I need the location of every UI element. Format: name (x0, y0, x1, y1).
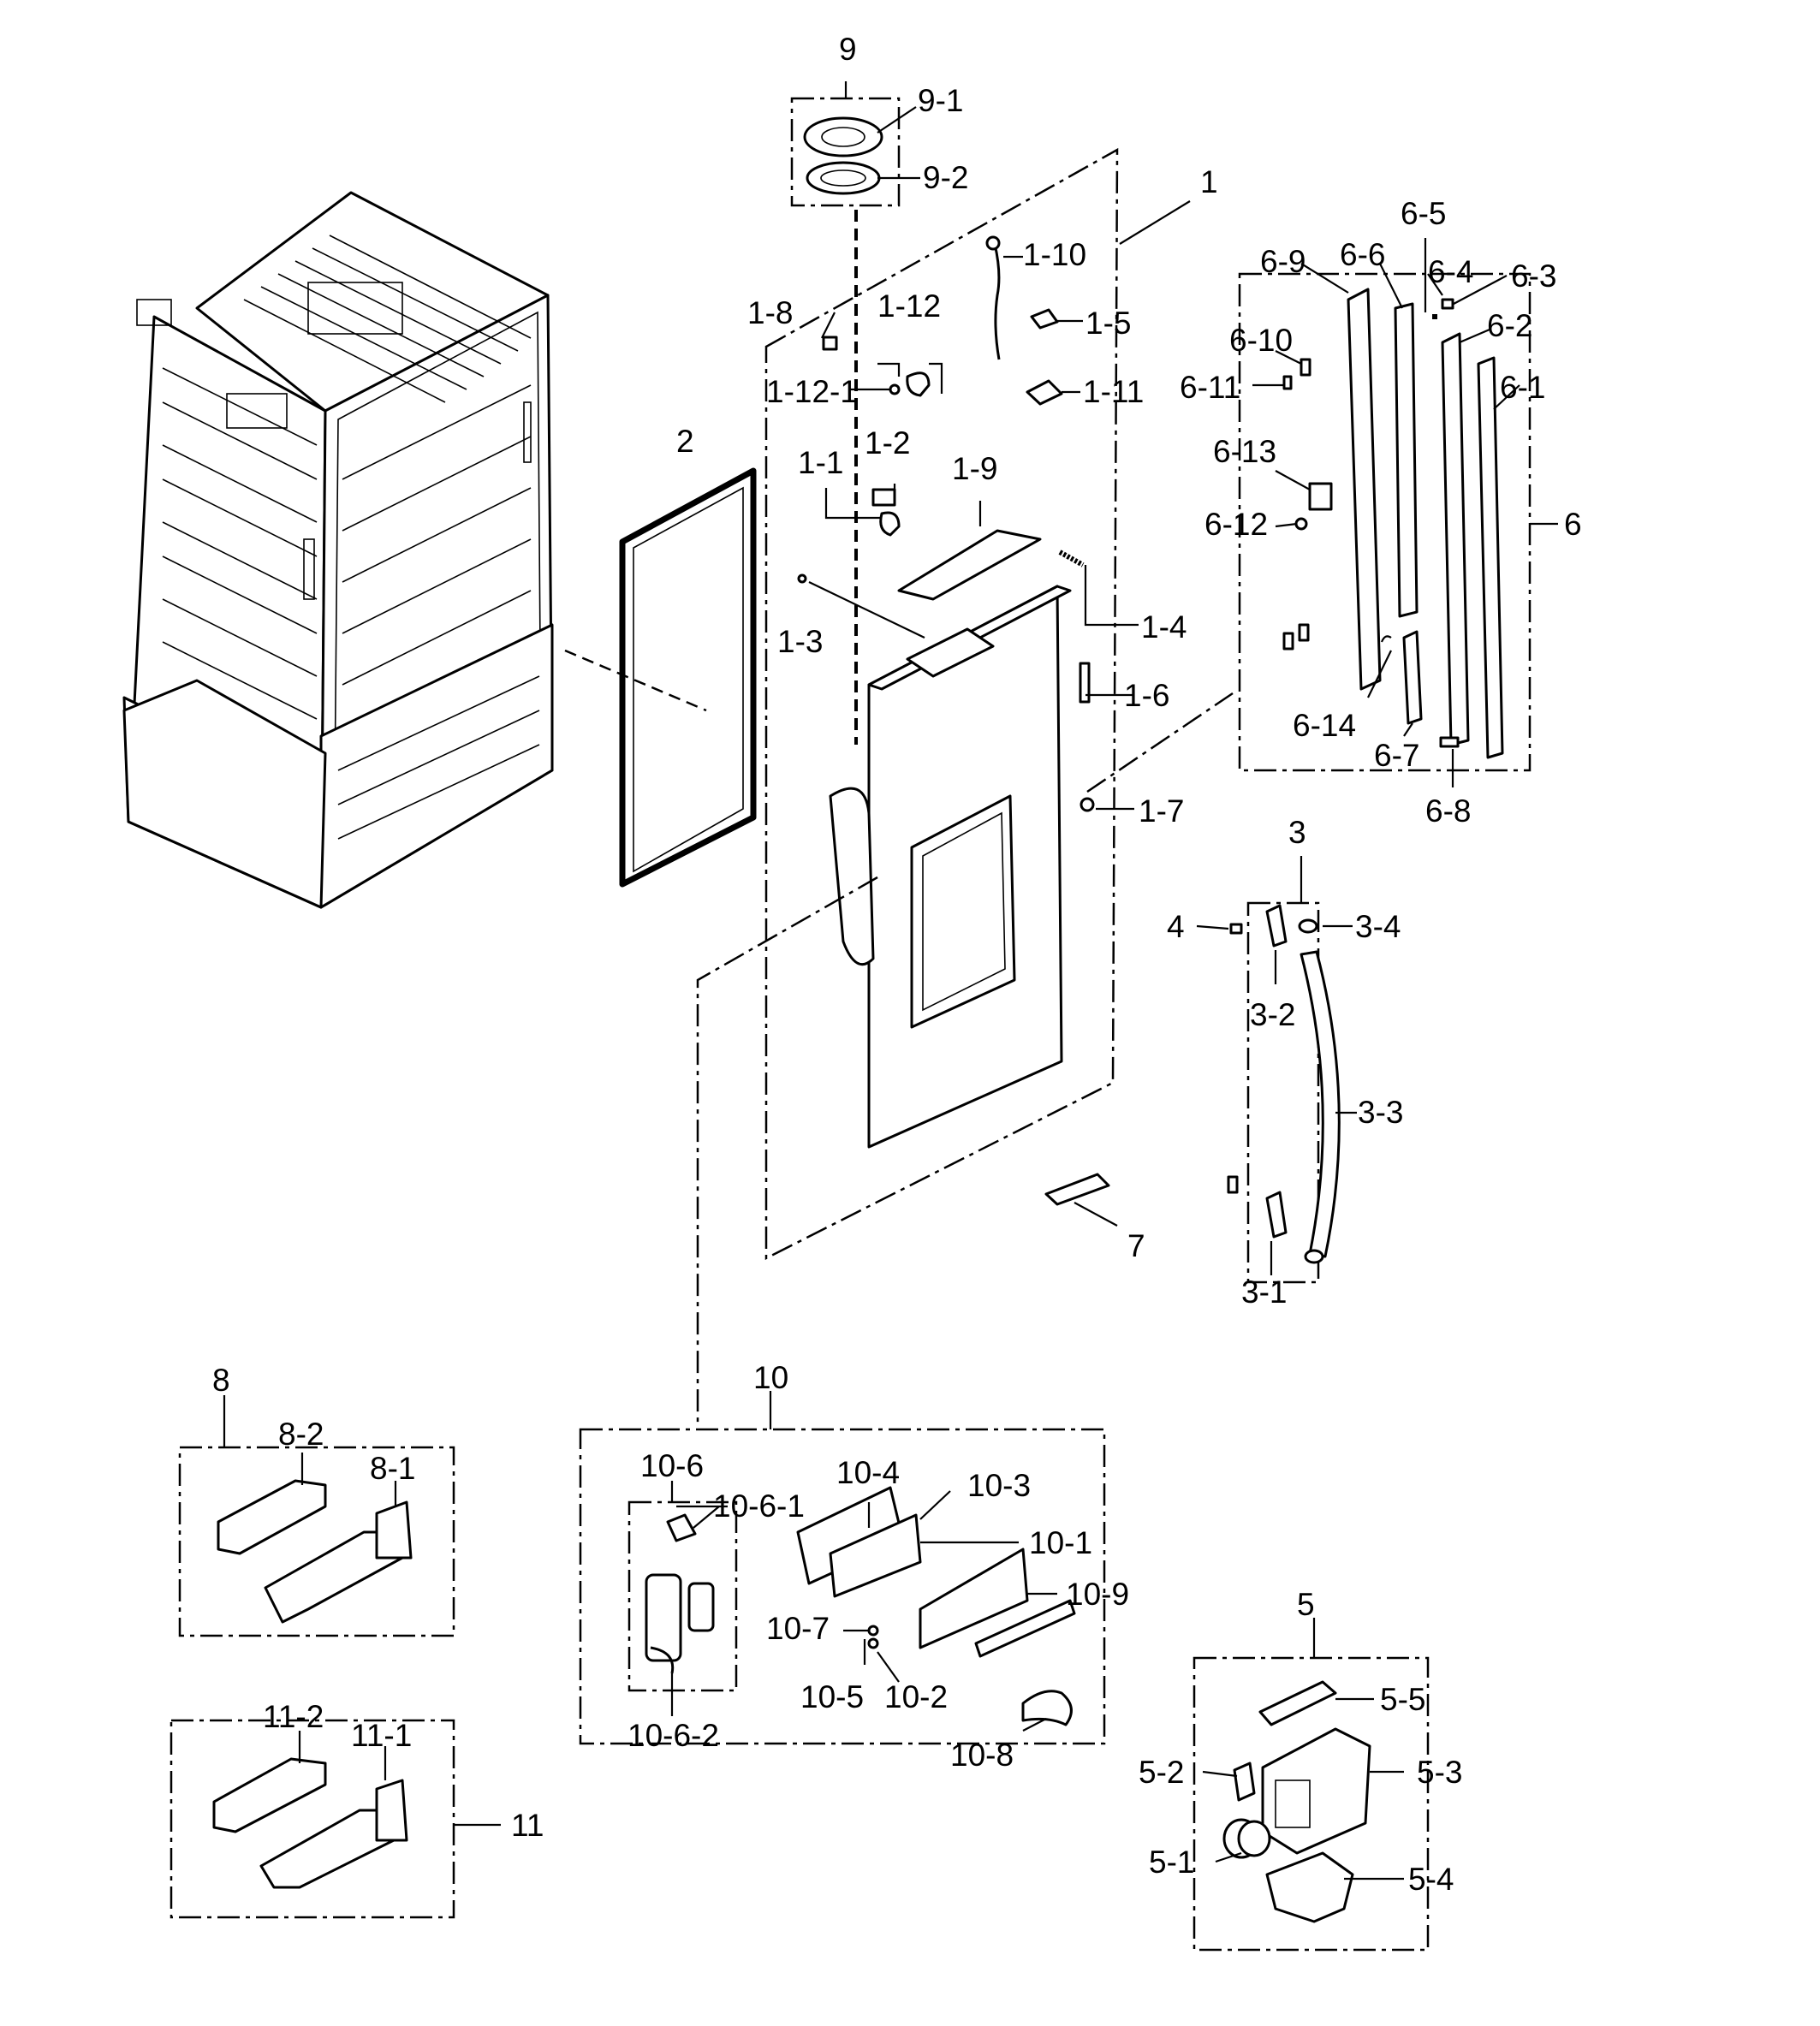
label-1-11: 1-11 (1083, 374, 1144, 409)
label-5-4: 5-4 (1408, 1862, 1454, 1897)
label-6-5: 6-5 (1401, 196, 1446, 231)
label-1-1: 1-1 (798, 445, 843, 480)
label-10-6: 10-6 (640, 1448, 704, 1483)
label-6-4: 6-4 (1428, 254, 1473, 289)
door-gasket (619, 467, 757, 888)
label-3-1: 3-1 (1241, 1274, 1287, 1310)
cap-assembly (790, 81, 920, 207)
label-8-1: 8-1 (370, 1451, 415, 1486)
label-1-7: 1-7 (1139, 793, 1184, 829)
label-8-2: 8-2 (278, 1417, 324, 1452)
bracket-assembly-11 (170, 1719, 501, 1919)
label-10-6-2: 10-6-2 (627, 1718, 719, 1753)
label-10-1: 10-1 (1029, 1525, 1092, 1560)
label-3-2: 3-2 (1250, 997, 1295, 1032)
label-6-13: 6-13 (1213, 434, 1276, 469)
label-10-4: 10-4 (836, 1455, 900, 1490)
label-6-11: 6-11 (1180, 370, 1240, 405)
label-3: 3 (1288, 815, 1306, 850)
label-1-10: 1-10 (1023, 237, 1086, 272)
label-5-3: 5-3 (1417, 1755, 1462, 1790)
label-11: 11 (511, 1808, 544, 1843)
label-1-4: 1-4 (1141, 609, 1187, 645)
label-1-12: 1-12 (877, 288, 941, 324)
label-8: 8 (212, 1363, 230, 1398)
label-1-3: 1-3 (777, 624, 823, 659)
label-10-2: 10-2 (884, 1679, 948, 1714)
label-5-1: 5-1 (1149, 1845, 1194, 1880)
label-9-2: 9-2 (923, 160, 968, 195)
label-10-6-1: 10-6-1 (713, 1488, 805, 1524)
label-1-8: 1-8 (747, 295, 793, 330)
label-5-2: 5-2 (1139, 1755, 1184, 1790)
label-10-9: 10-9 (1066, 1577, 1129, 1612)
label-10-7: 10-7 (766, 1611, 830, 1646)
label-9-1: 9-1 (918, 83, 963, 118)
label-6-1: 6-1 (1500, 370, 1545, 405)
label-6-3: 6-3 (1511, 258, 1556, 294)
label-6-9: 6-9 (1260, 244, 1306, 279)
label-6-14: 6-14 (1293, 708, 1356, 743)
label-6: 6 (1564, 507, 1582, 542)
handle-assembly (1196, 856, 1357, 1284)
door-trim-assembly (1238, 238, 1558, 787)
label-10-8: 10-8 (950, 1738, 1014, 1773)
label-5-5: 5-5 (1380, 1682, 1425, 1717)
label-11-1: 11-1 (351, 1718, 412, 1753)
label-1: 1 (1200, 164, 1218, 199)
label-10: 10 (753, 1360, 788, 1395)
bracket-assembly-8 (178, 1395, 455, 1637)
label-6-8: 6-8 (1425, 793, 1471, 829)
label-6-12: 6-12 (1204, 507, 1268, 542)
part-labels: 9 9-1 9-2 1 1-10 1-12 1-8 1-5 1-12-1 1-1… (212, 32, 1582, 1897)
label-3-3: 3-3 (1358, 1095, 1403, 1130)
label-4: 4 (1167, 909, 1185, 944)
label-10-5: 10-5 (800, 1679, 864, 1714)
label-1-12-1: 1-12-1 (766, 374, 858, 409)
label-10-3: 10-3 (967, 1468, 1031, 1503)
label-2: 2 (676, 424, 694, 459)
refrigerator-cabinet (122, 191, 554, 909)
dispenser-assembly (579, 1391, 1106, 1745)
label-6-10: 6-10 (1229, 323, 1293, 358)
label-5: 5 (1297, 1587, 1315, 1622)
label-11-2: 11-2 (263, 1699, 324, 1734)
label-6-6: 6-6 (1340, 237, 1385, 272)
part-7 (1044, 1173, 1118, 1227)
label-9: 9 (839, 32, 857, 67)
label-7: 7 (1127, 1228, 1145, 1263)
label-1-5: 1-5 (1085, 306, 1131, 341)
door-assembly (764, 147, 1191, 1261)
label-1-9: 1-9 (952, 451, 997, 486)
label-1-6: 1-6 (1124, 678, 1169, 713)
label-1-2: 1-2 (865, 425, 910, 460)
ice-maker-assembly (1193, 1618, 1430, 1952)
label-3-4: 3-4 (1355, 909, 1401, 944)
label-6-7: 6-7 (1374, 738, 1419, 773)
label-6-2: 6-2 (1487, 308, 1532, 343)
